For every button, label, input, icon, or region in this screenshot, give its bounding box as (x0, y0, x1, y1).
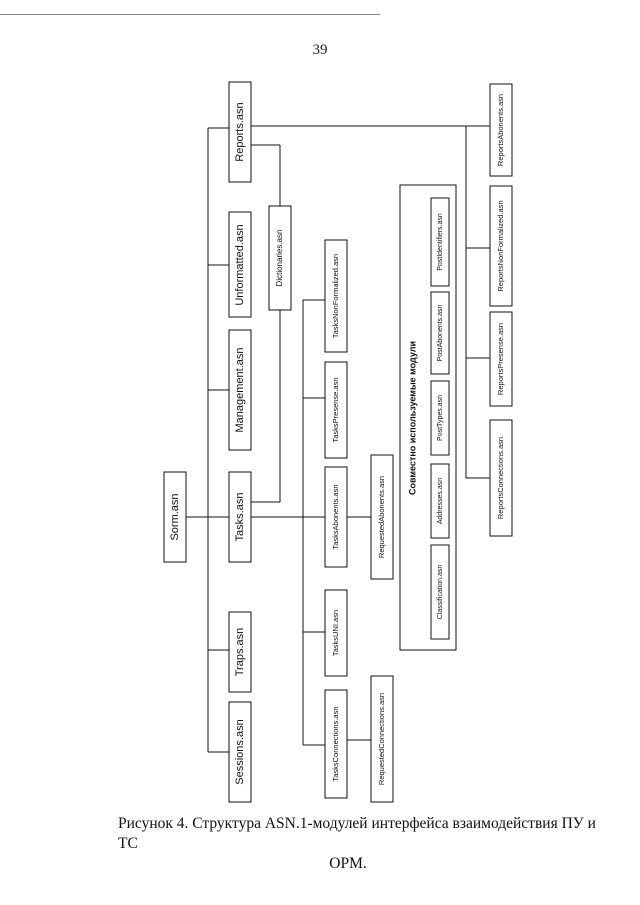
reports-connections-box (489, 419, 513, 537)
reports-abonents-box (489, 83, 513, 177)
sorm-box (163, 471, 187, 563)
tasks-abonents-box (324, 466, 348, 568)
requested-connections-box (370, 675, 394, 803)
shared-classification-box (430, 544, 450, 640)
tasks-uni-box (324, 589, 348, 677)
shared-postabonents-label: PostAbonents.asn (437, 304, 444, 361)
module-boxes (163, 81, 513, 803)
sessions-label: Sessions.asn (234, 719, 246, 784)
tasks-presense-box (324, 361, 348, 459)
page-number: 39 (312, 42, 328, 58)
tasks-non-formalized-box (324, 239, 348, 353)
traps-box (228, 611, 252, 693)
traps-label: Traps.asn (234, 628, 246, 677)
management-box (228, 329, 252, 451)
reports-abonents-label: ReportsAbonents.asn (496, 94, 505, 166)
tasks-connections-box (324, 689, 348, 799)
shared-addresses-label: Addresses.asn (437, 478, 444, 524)
management-label: Management.asn (234, 348, 246, 433)
shared-postabonents-box (430, 291, 450, 375)
reports-presense-label: ReportsPresense.asn (496, 323, 505, 395)
tasks-box (228, 471, 252, 563)
tasks-abonents-label: TasksAbonents.asn (331, 484, 340, 549)
connector-lines (186, 125, 490, 753)
shared-modules-title: Совместно используемые модули (407, 341, 417, 495)
shared-postidentifiers-box (430, 197, 450, 287)
shared-postidentifiers-label: PostIdentifiers.asn (437, 213, 444, 271)
reports-presense-box (489, 311, 513, 407)
shared-classification-label: Classification.asn (437, 565, 444, 620)
tasks-presense-label: TasksPresense.asn (331, 377, 340, 442)
tasks-non-formalized-label: TasksNonFormalized.asn (331, 254, 340, 338)
requested-abonents-box (370, 454, 394, 580)
reports-non-formalized-box (489, 185, 513, 307)
figure-caption: Рисунок 4. Структура ASN.1-модулей интер… (118, 814, 618, 874)
reports-box (228, 81, 252, 183)
sorm-label: Sorm.asn (169, 493, 181, 540)
dictionaries-box (268, 205, 292, 311)
caption-line-2: ОРМ. (329, 855, 367, 872)
module-labels: Sorm.asn Tasks.asn Reports.asn Sessions.… (169, 94, 505, 785)
caption-line-1: Рисунок 4. Структура ASN.1-модулей интер… (118, 815, 596, 852)
shared-posttypes-box (430, 380, 450, 456)
unformatted-box (228, 211, 252, 318)
reports-label: Reports.asn (234, 102, 246, 161)
shared-addresses-box (430, 463, 450, 539)
requested-abonents-label: RequestedAbonents.asn (377, 476, 386, 558)
shared-posttypes-label: PostTypes.asn (437, 395, 444, 441)
dictionaries-label: Dictionaries.asn (275, 230, 284, 287)
reports-non-formalized-label: ReportsNonFormalized.asn (496, 200, 505, 291)
tasks-label: Tasks.asn (234, 493, 246, 542)
sessions-box (228, 701, 252, 803)
reports-connections-label: ReportsConnections.asn (496, 437, 505, 519)
top-rule (0, 14, 380, 15)
tasks-uni-label: TasksUNI.asn (331, 610, 340, 656)
requested-connections-label: RequestedConnections.asn (377, 693, 386, 785)
unformatted-label: Unformatted.asn (234, 224, 246, 305)
tasks-connections-label: TasksConnections.asn (331, 706, 340, 781)
